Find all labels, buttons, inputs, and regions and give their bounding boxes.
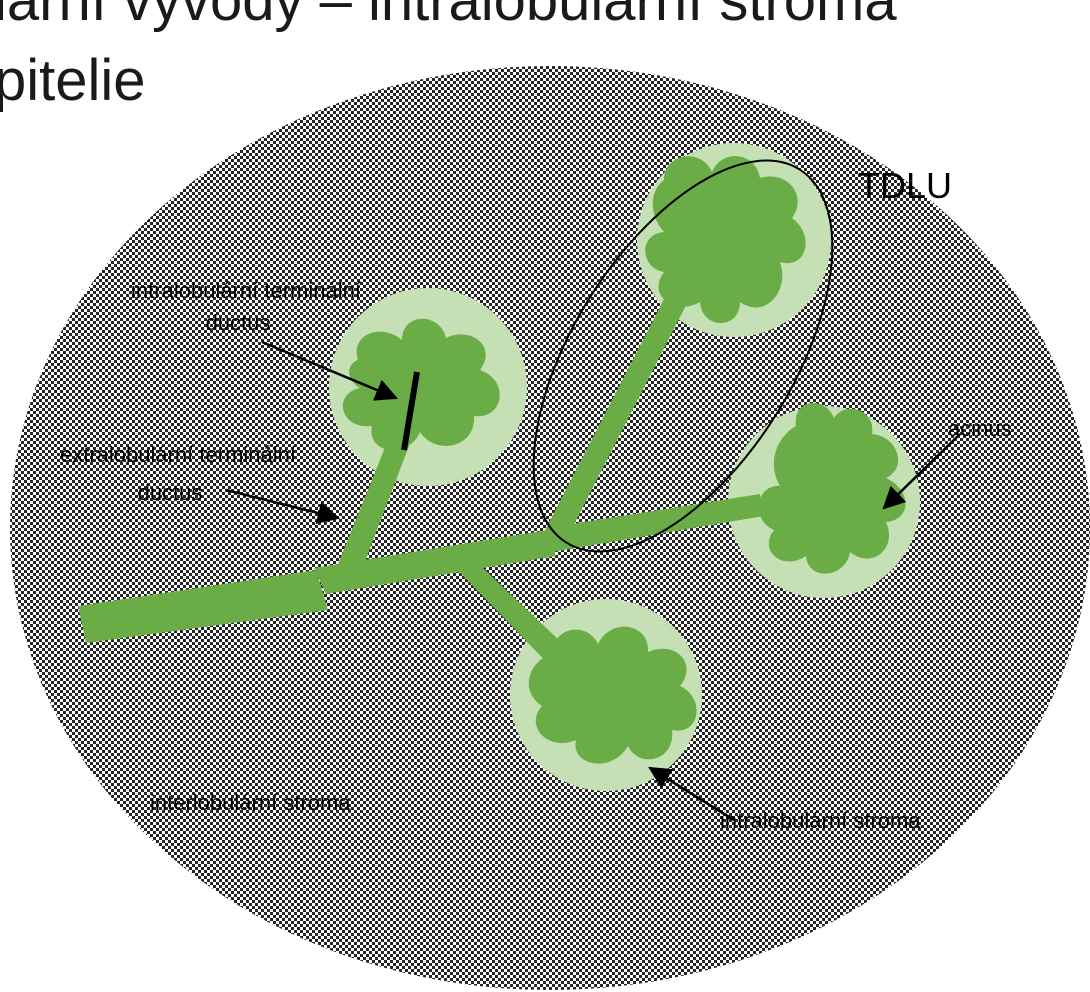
label-acini: acinus [948,416,1012,441]
label-interlobular-stroma: interlobulární stroma [150,790,351,815]
label-intralobular-duct-line1: intralobulární terminální [131,278,361,303]
label-intralobular-stroma: intralobulární stroma [720,808,921,833]
label-tdlu: TDLU [858,165,952,206]
label-extralobular-duct-line2: ductus [138,480,203,505]
label-intralobular-duct-line2: ductus [206,310,271,335]
label-extralobular-duct-line1: extralobulární terminální [60,442,296,467]
